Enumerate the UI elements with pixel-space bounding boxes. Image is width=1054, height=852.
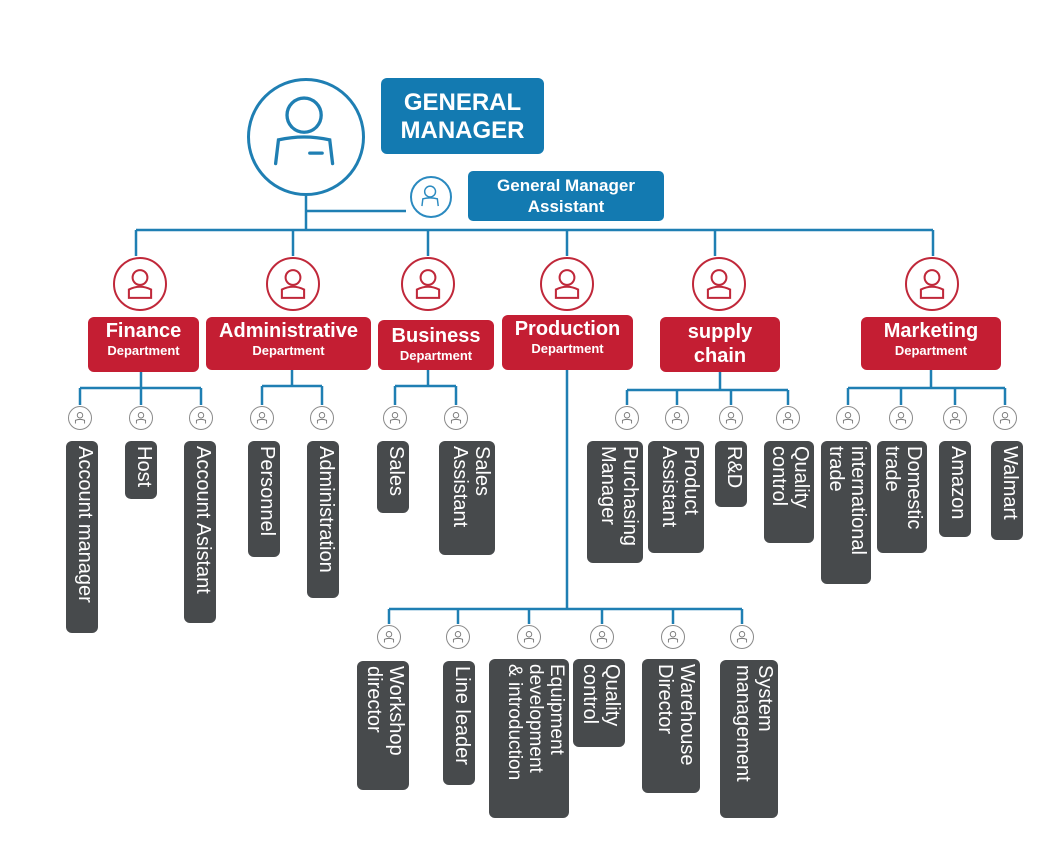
role-personnel: Personnel — [248, 441, 280, 557]
supply-chain-user-icon — [692, 257, 746, 311]
role-international-trade: international trade — [821, 441, 871, 584]
role-quality-control-production: Quality control — [573, 659, 625, 747]
department-name: Administrative — [219, 320, 358, 342]
role-sales: Sales — [377, 441, 409, 513]
department-sub: Department — [107, 343, 180, 358]
person-icon — [661, 625, 685, 649]
role-equipment-development: Equipment development & introduction — [489, 659, 569, 818]
person-icon — [719, 406, 743, 430]
person-icon — [444, 406, 468, 430]
role-rnd: R&D — [715, 441, 747, 507]
person-icon — [383, 406, 407, 430]
person-icon — [943, 406, 967, 430]
supply-chain-department-box: supply chain — [660, 317, 780, 372]
assistant-title: General Manager Assistant — [468, 171, 664, 221]
user-icon — [421, 185, 439, 207]
role-purchasing-manager: Purchasing Manager — [587, 441, 643, 563]
person-icon — [615, 406, 639, 430]
role-account-manager: Account manager — [66, 441, 98, 633]
person-icon — [250, 406, 274, 430]
role-product-assistant: Product Assistant — [648, 441, 704, 553]
department-sub: Department — [252, 343, 325, 358]
department-name: Business — [391, 325, 481, 347]
person-icon — [189, 406, 213, 430]
role-amazon: Amazon — [939, 441, 971, 537]
person-icon — [889, 406, 913, 430]
department-sub: Department — [531, 341, 604, 356]
production-department-box: Production Department — [502, 315, 633, 370]
person-icon — [129, 406, 153, 430]
business-department-box: Business Department — [378, 320, 494, 370]
person-icon — [68, 406, 92, 430]
person-icon — [665, 406, 689, 430]
marketing-department-box: Marketing Department — [861, 317, 1001, 370]
finance-user-icon — [113, 257, 167, 311]
role-line-leader: Line leader — [443, 661, 475, 785]
person-icon — [446, 625, 470, 649]
role-warehouse-director: Warehouse Director — [642, 659, 700, 793]
role-domestic-trade: Domestic trade — [877, 441, 927, 553]
role-walmart: Walmart — [991, 441, 1023, 540]
role-administration: Administration — [307, 441, 339, 598]
production-user-icon — [540, 257, 594, 311]
person-icon — [590, 625, 614, 649]
administrative-department-box: Administrative Department — [206, 317, 371, 370]
role-account-asistant: Account Asistant — [184, 441, 216, 623]
administrative-user-icon — [266, 257, 320, 311]
department-name: Production — [514, 318, 621, 340]
person-icon — [993, 406, 1017, 430]
role-quality-control-supply: Quality control — [764, 441, 814, 543]
person-icon — [730, 625, 754, 649]
role-sales-assistant: Sales Assistant — [439, 441, 495, 555]
assistant-avatar-icon — [410, 176, 452, 218]
person-icon — [377, 625, 401, 649]
general-manager-avatar-icon — [247, 78, 365, 196]
role-system-management: System management — [720, 660, 778, 818]
department-name: supply chain — [687, 321, 753, 367]
person-icon — [517, 625, 541, 649]
marketing-user-icon — [905, 257, 959, 311]
person-icon — [776, 406, 800, 430]
business-user-icon — [401, 257, 455, 311]
general-manager-title: GENERAL MANAGER — [381, 78, 544, 154]
finance-department-box: Finance Department — [88, 317, 199, 372]
person-icon — [310, 406, 334, 430]
department-sub: Department — [894, 343, 968, 358]
role-host: Host — [125, 441, 157, 499]
department-name: Finance — [105, 320, 182, 342]
user-icon — [273, 96, 335, 166]
role-workshop-director: Workshop director — [357, 661, 409, 790]
department-name: Marketing — [883, 320, 979, 342]
department-sub: Department — [399, 348, 473, 363]
person-icon — [836, 406, 860, 430]
